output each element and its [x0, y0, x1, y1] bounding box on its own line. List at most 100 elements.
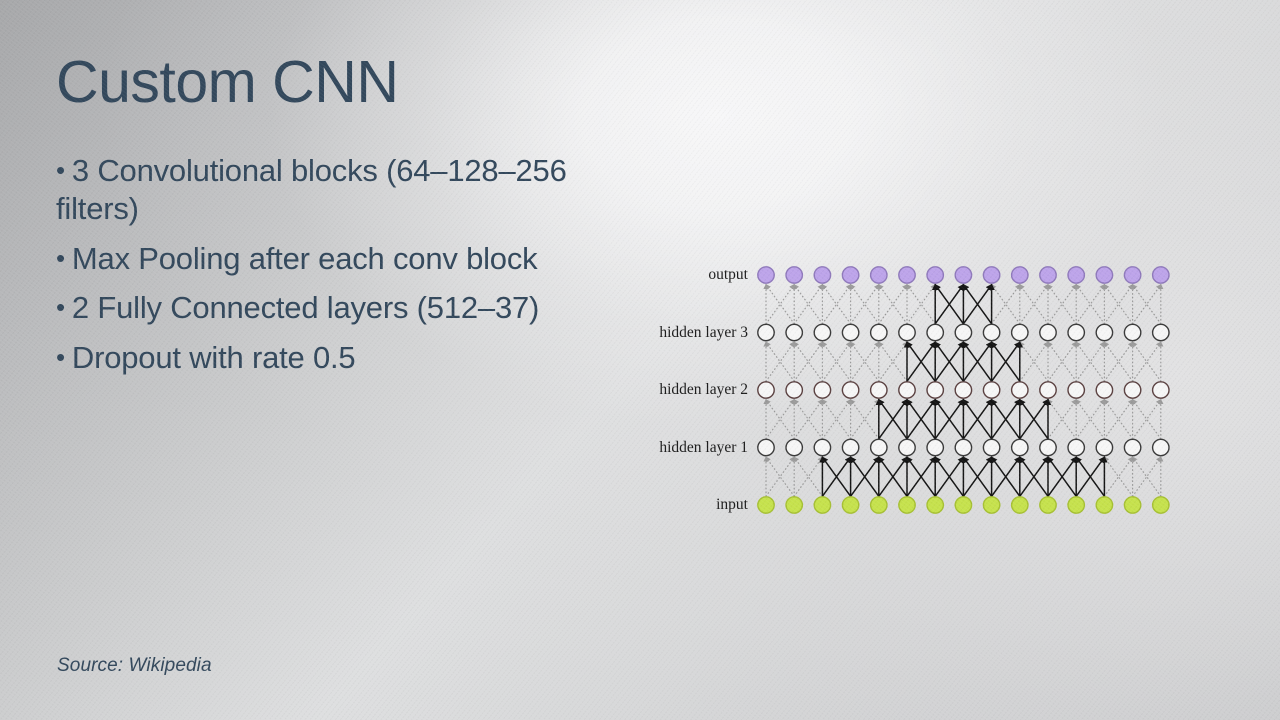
- active-connection: [962, 398, 993, 440]
- connection: [1131, 283, 1162, 325]
- neuron-node: [813, 266, 832, 284]
- neuron-node: [785, 381, 804, 399]
- list-item-text: Dropout with rate 0.5: [71, 340, 356, 376]
- neuron-node: [1039, 323, 1057, 342]
- neuron-node: [1095, 496, 1114, 514]
- active-connection: [821, 456, 852, 498]
- bullet-marker: •: [56, 292, 65, 323]
- neuron-node: [926, 496, 945, 514]
- connection: [793, 283, 824, 325]
- neuron-node: [1123, 323, 1142, 342]
- neuron-node: [1123, 381, 1142, 399]
- connection: [793, 456, 824, 497]
- neuron-node: [1151, 496, 1170, 514]
- connection: [1075, 283, 1106, 325]
- neuron-node: [1067, 496, 1086, 514]
- active-connection: [934, 283, 965, 325]
- connection: [821, 398, 852, 440]
- neuron-node: [813, 438, 832, 457]
- neuron-node: [898, 266, 916, 284]
- connection: [1103, 398, 1134, 440]
- neuron-node: [785, 438, 804, 457]
- connection: [765, 398, 795, 440]
- neuron-node: [1095, 438, 1114, 457]
- page-title: Custom CNN: [56, 49, 399, 115]
- neuron-node: [1010, 381, 1029, 399]
- neuron-node: [982, 438, 1001, 457]
- neuron-node: [841, 381, 860, 399]
- neuron-node: [1010, 496, 1029, 514]
- connection: [1131, 283, 1162, 325]
- connection: [906, 283, 936, 325]
- neuron-node: [813, 496, 832, 514]
- neuron-node: [954, 438, 973, 457]
- active-connection: [962, 456, 993, 498]
- neuron-node: [869, 266, 888, 284]
- connection: [849, 283, 880, 325]
- neuron-node: [898, 323, 916, 342]
- connection: [849, 398, 880, 440]
- active-connection: [990, 398, 1021, 440]
- connection: [1047, 283, 1077, 325]
- connection: [1047, 341, 1077, 382]
- list-item: •Dropout with rate 0.5: [56, 339, 586, 377]
- active-connection: [1019, 456, 1049, 498]
- connection: [765, 341, 795, 382]
- neuron-node: [757, 496, 775, 514]
- active-connection: [906, 398, 936, 440]
- connection: [793, 456, 824, 497]
- neuron-node: [1067, 323, 1086, 342]
- layer-label-hidden-layer-1: hidden layer 1: [659, 438, 748, 456]
- neuron-node: [785, 323, 804, 342]
- neuron-node: [1010, 266, 1029, 284]
- connection: [821, 341, 852, 382]
- connection: [990, 283, 1021, 325]
- connection: [1131, 456, 1162, 497]
- connection: [1131, 456, 1162, 497]
- connection: [1103, 341, 1134, 382]
- neuron-node: [1039, 496, 1057, 514]
- connection: [878, 341, 908, 382]
- list-item: •Max Pooling after each conv block: [56, 240, 586, 278]
- neuron-node: [757, 381, 775, 399]
- bullet-marker: •: [56, 242, 65, 273]
- connection: [765, 398, 795, 440]
- neuron-node: [926, 323, 945, 342]
- connection: [821, 341, 852, 382]
- connection: [1103, 341, 1134, 382]
- neuron-node: [1067, 266, 1086, 284]
- active-connection: [1047, 456, 1077, 498]
- list-item-text: Max Pooling after each conv block: [71, 240, 538, 276]
- neuron-node: [954, 496, 973, 514]
- connection: [765, 283, 795, 325]
- connection: [765, 341, 795, 382]
- connection: [1131, 398, 1162, 440]
- neuron-node: [898, 496, 916, 514]
- connection: [1103, 398, 1134, 440]
- network-canvas: [748, 255, 1196, 545]
- neuron-node: [898, 438, 916, 457]
- active-connection: [934, 456, 965, 498]
- active-connection: [934, 398, 965, 440]
- list-item-text: 3 Convolutional blocks (64–128–256 filte…: [56, 153, 567, 226]
- connection: [765, 456, 795, 497]
- active-connection: [849, 456, 880, 498]
- active-connection: [878, 456, 908, 498]
- list-item-text: 2 Fully Connected layers (512–37): [71, 290, 540, 326]
- neuron-node: [982, 266, 1001, 284]
- neuron-node: [954, 266, 973, 284]
- neuron-node: [1039, 381, 1057, 399]
- source-caption: Source: Wikipedia: [57, 655, 212, 676]
- neuron-node: [869, 496, 888, 514]
- connection: [821, 398, 852, 440]
- neuron-node: [982, 496, 1001, 514]
- connection: [1047, 398, 1077, 440]
- active-connection: [878, 398, 908, 440]
- neuron-node: [954, 381, 973, 399]
- neuron-node: [1151, 438, 1170, 457]
- neuron-node: [1067, 381, 1086, 399]
- connection: [1075, 283, 1106, 325]
- connection: [1047, 341, 1077, 382]
- neuron-node: [869, 438, 888, 457]
- neuron-node: [1151, 266, 1170, 284]
